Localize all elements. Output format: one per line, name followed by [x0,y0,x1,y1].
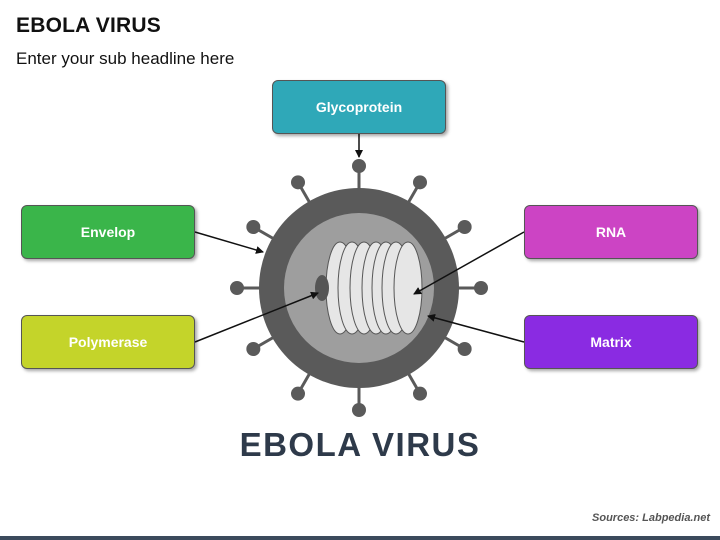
page-title: EBOLA VIRUS [16,14,161,37]
envelop-label: Envelop [21,205,195,259]
diagram-caption: EBOLA VIRUS [239,426,481,463]
spike-head [413,175,427,190]
footer-bar [0,536,720,540]
spike-head [246,342,261,356]
spike-head [474,281,488,295]
rna-label: RNA [524,205,698,259]
page-subtitle: Enter your sub headline here [16,49,235,68]
spike-head [291,386,305,401]
spike-head [352,403,366,417]
polymerase-label: Polymerase [21,315,195,369]
spike-head [230,281,244,295]
arrow-matrix [427,313,525,343]
glycoprotein-label: Glycoprotein [272,80,446,134]
glycoprotein-spikes [230,159,488,417]
arrow-rna [413,231,525,295]
spike-head [457,342,472,356]
spike-head [246,220,261,234]
spike-head [291,175,305,190]
spike-head [413,386,427,401]
arrow-envelop [194,231,264,254]
nucleocapsid-coil [325,241,423,335]
source-citation: Sources: Labpedia.net [592,512,710,524]
spike-head [352,159,366,173]
polymerase-particle [315,275,329,301]
pointer-arrows [194,134,525,343]
arrow-polymerase [194,291,319,343]
matrix-label: Matrix [524,315,698,369]
spike-head [457,220,472,234]
